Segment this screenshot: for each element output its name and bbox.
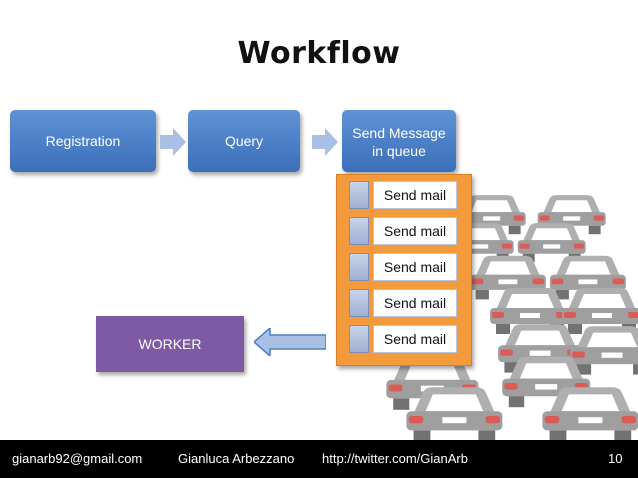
- footer-bar: gianarb92@gmail.com Gianluca Arbezzano h…: [0, 440, 638, 478]
- queue-item-tab: [349, 253, 369, 281]
- queue-item-label: Send mail: [373, 217, 457, 245]
- page-title: Workflow: [237, 36, 401, 71]
- chevron-right-icon: [160, 128, 186, 156]
- queue-item: Send mail: [349, 325, 461, 353]
- stage-registration-label: Registration: [45, 133, 121, 149]
- queue-item: Send mail: [349, 289, 461, 317]
- stage-query: Query: [188, 110, 300, 172]
- stage-send-label-line2: in queue: [372, 143, 426, 159]
- stage-query-label: Query: [224, 133, 264, 149]
- queue-item: Send mail: [349, 253, 461, 281]
- footer-page-number: 10: [608, 451, 623, 466]
- arrow-left-icon: [254, 328, 326, 356]
- queue-item-tab: [349, 289, 369, 317]
- stage-registration: Registration: [10, 110, 156, 172]
- footer-twitter-link: http://twitter.com/GianArb: [322, 451, 468, 466]
- worker-box: WORKER: [96, 316, 244, 372]
- chevron-right-icon: [312, 128, 338, 156]
- queue-item-label: Send mail: [373, 181, 457, 209]
- message-queue: Send mail Send mail Send mail Send mail …: [336, 174, 472, 366]
- worker-label: WORKER: [138, 336, 202, 352]
- queue-item: Send mail: [349, 217, 461, 245]
- footer-author: Gianluca Arbezzano: [178, 451, 295, 466]
- queue-item-label: Send mail: [373, 325, 457, 353]
- queue-item-tab: [349, 325, 369, 353]
- queue-item-label: Send mail: [373, 253, 457, 281]
- footer-email: gianarb92@gmail.com: [12, 451, 143, 466]
- queue-item-label: Send mail: [373, 289, 457, 317]
- stage-send-message: Send Message in queue: [342, 110, 456, 172]
- stage-send-label-line1: Send Message: [352, 125, 446, 141]
- queue-item: Send mail: [349, 181, 461, 209]
- queue-item-tab: [349, 181, 369, 209]
- queue-item-tab: [349, 217, 369, 245]
